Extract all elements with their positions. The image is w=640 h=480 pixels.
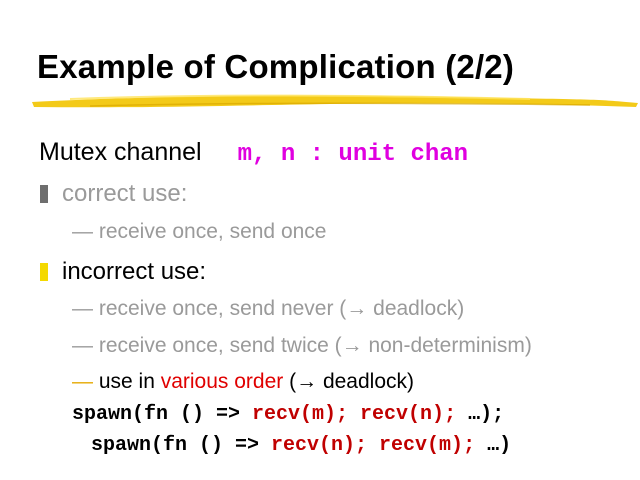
highlight-text: various order	[160, 370, 284, 393]
code-text: spawn(fn () =>	[72, 403, 253, 426]
sub-item-highlighted: — use in various order (→ deadlock)	[72, 370, 414, 394]
bullet-incorrect-use: incorrect use:	[62, 258, 207, 285]
bullet-marker-yellow	[40, 263, 48, 281]
bullet-correct-use: correct use:	[62, 180, 188, 207]
text: (→ deadlock)	[283, 370, 414, 393]
sub-item: — receive once, send twice (→ non-determ…	[72, 334, 532, 357]
text: use in	[93, 370, 161, 393]
title-underline-brush	[32, 94, 638, 108]
dash: —	[72, 370, 93, 393]
code-text: spawn(fn () =>	[91, 434, 272, 457]
code-line: spawn(fn () => recv(n); recv(m); …)	[91, 434, 511, 457]
mutex-line: Mutex channel m, n : unit chan	[39, 138, 468, 168]
bullet-marker-gray	[40, 185, 48, 203]
slide-title: Example of Complication (2/2)	[37, 48, 515, 85]
mutex-label: Mutex channel	[39, 138, 202, 166]
code-highlight: recv(n); recv(m);	[271, 434, 476, 457]
mutex-code: m, n : unit chan	[237, 141, 469, 168]
sub-item: — receive once, send once	[72, 220, 327, 243]
code-line: spawn(fn () => recv(m); recv(n); …);	[72, 403, 504, 426]
code-text: …);	[456, 403, 505, 426]
sub-item: — receive once, send never (→ deadlock)	[72, 297, 465, 320]
code-highlight: recv(m); recv(n);	[252, 403, 457, 426]
code-text: …)	[475, 434, 512, 457]
